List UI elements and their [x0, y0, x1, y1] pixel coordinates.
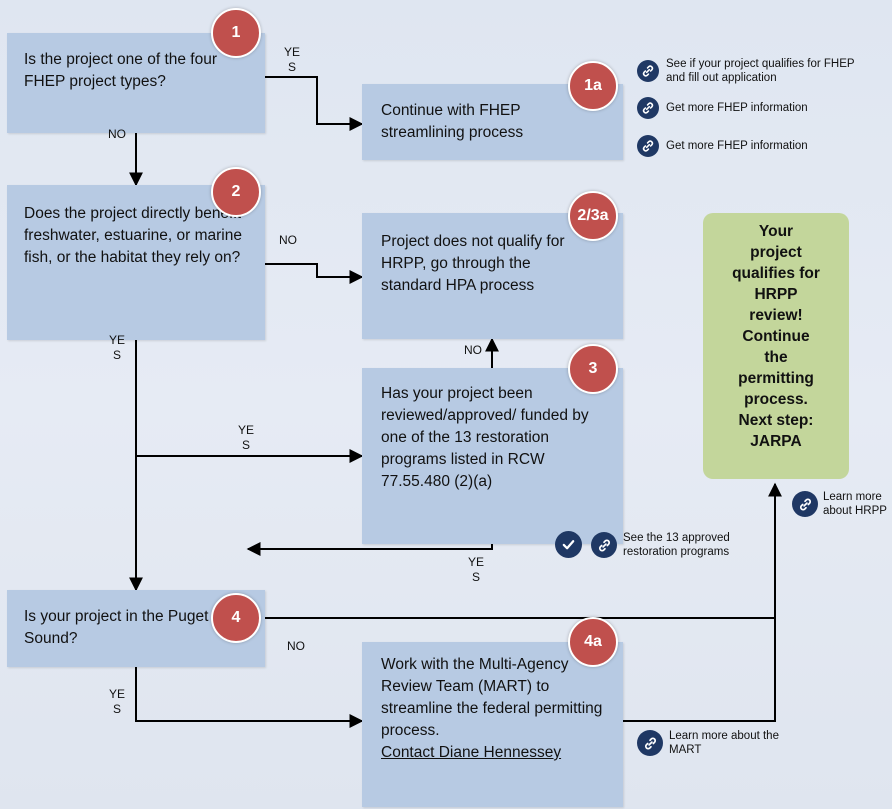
label-yes-2: YE S — [108, 333, 125, 362]
step-1a-box: Continue with FHEP streamlining process — [362, 84, 623, 160]
label-no-2: NO — [279, 233, 297, 247]
checkmark-icon — [555, 531, 582, 558]
step-1a-badge: 1a — [568, 61, 618, 111]
programs-link-text: See the 13 approved restoration programs — [623, 532, 730, 558]
hrpp-link-text: Learn more about HRPP — [823, 491, 887, 517]
programs-link[interactable]: See the 13 approved restoration programs — [591, 531, 753, 559]
mart-link[interactable]: Learn more about the MART — [637, 729, 779, 757]
step-2-text: Does the project directly benefit freshw… — [24, 205, 242, 266]
step-2-3a-text: Project does not qualify for HRPP, go th… — [381, 233, 565, 294]
step-4a-box: Work with the Multi-Agency Review Team (… — [362, 642, 623, 807]
result-text: Your project qualifies for HRPP review! … — [732, 223, 820, 450]
link-icon — [591, 532, 617, 558]
step-4a-badge: 4a — [568, 617, 618, 667]
label-no-1: NO — [108, 127, 126, 141]
link-icon — [637, 60, 659, 82]
arrow-2-to-23a — [265, 263, 364, 284]
link-icon — [637, 97, 659, 119]
step-4a-description: Work with the Multi-Agency Review Team (… — [381, 656, 603, 739]
step-3-box: Has your project been reviewed/approved/… — [362, 368, 623, 544]
result-box: Your project qualifies for HRPP review! … — [703, 213, 849, 479]
fhep-info-link-1[interactable]: Get more FHEP information — [637, 97, 808, 119]
fhep-qualify-link[interactable]: See if your project qualifies for FHEP a… — [637, 57, 867, 85]
label-yes-3: YE S — [237, 423, 254, 452]
step-1a-text: Continue with FHEP streamlining process — [381, 102, 524, 141]
step-4a-text: Work with the Multi-Agency Review Team (… — [381, 654, 617, 764]
link-icon — [637, 730, 663, 756]
arrow-1-to-1a — [265, 76, 364, 131]
arrow-4-to-4a — [135, 667, 364, 728]
label-yes-1: YE S — [283, 45, 300, 74]
line-4a-to-result — [623, 618, 776, 722]
step-2-3a-badge: 2/3a — [568, 191, 618, 241]
step-3-text: Has your project been reviewed/approved/… — [381, 385, 589, 490]
step-2-badge: 2 — [211, 167, 261, 217]
label-yes-3b: YE S — [467, 555, 484, 584]
step-1-text: Is the project one of the four FHEP proj… — [24, 51, 218, 90]
hrpp-link[interactable]: Learn more about HRPP — [792, 490, 891, 518]
contact-diane-hennessey-link[interactable]: Contact Diane Hennessey — [381, 744, 562, 761]
fhep-qualify-text: See if your project qualifies for FHEP a… — [666, 58, 855, 84]
mart-link-text: Learn more about the MART — [669, 730, 779, 756]
fhep-info-text-2: Get more FHEP information — [666, 140, 808, 152]
fhep-info-text-1: Get more FHEP information — [666, 102, 808, 114]
step-3-badge: 3 — [568, 344, 618, 394]
step-1-badge: 1 — [211, 8, 261, 58]
label-yes-4: YE S — [108, 687, 125, 716]
fhep-info-link-2[interactable]: Get more FHEP information — [637, 135, 808, 157]
link-icon — [637, 135, 659, 157]
arrow-3-to-4 — [246, 542, 493, 556]
step-4-text: Is your project in the Puget Sound? — [24, 608, 209, 647]
label-no-3: NO — [464, 343, 482, 357]
link-icon — [792, 491, 818, 517]
step-4-badge: 4 — [211, 593, 261, 643]
label-no-4: NO — [287, 639, 305, 653]
